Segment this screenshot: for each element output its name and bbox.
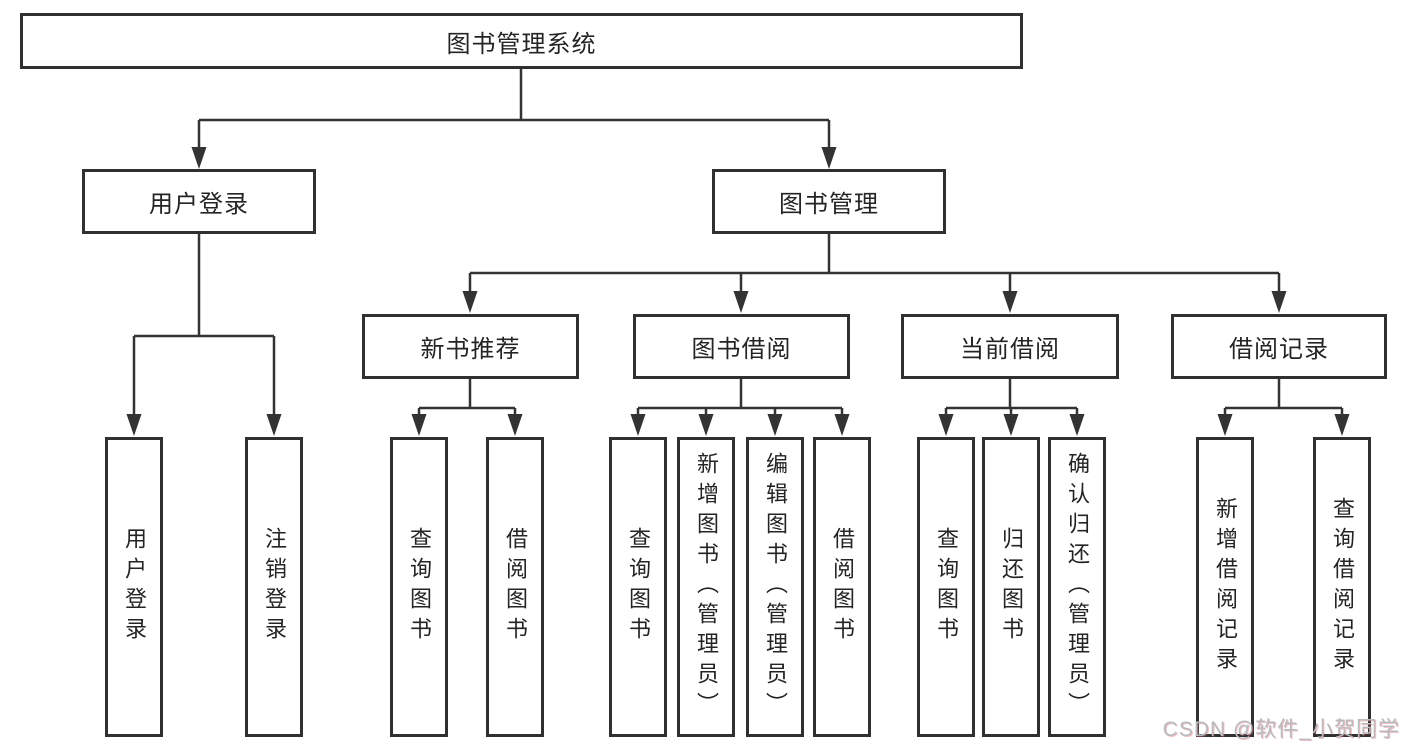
- leaf-label: 注销登录: [262, 527, 287, 647]
- leaf-borrowing-edit-book-admin: 编辑图书（管理员）: [746, 437, 804, 737]
- leaf-records-add-borrow-record: 新增借阅记录: [1196, 437, 1254, 737]
- leaf-label: 新增借阅记录: [1213, 497, 1238, 677]
- node-label: 当前借阅: [960, 336, 1060, 363]
- node-label: 借阅记录: [1229, 336, 1329, 363]
- leaf-label: 确认归还（管理员）: [1065, 452, 1090, 722]
- leaf-label: 查询图书: [626, 527, 651, 647]
- leaf-label: 借阅图书: [830, 527, 855, 647]
- leaf-borrowing-query-books: 查询图书: [609, 437, 667, 737]
- leaf-current-query-books: 查询图书: [917, 437, 975, 737]
- node-book-management: 图书管理: [712, 169, 946, 234]
- leaf-current-confirm-return-admin: 确认归还（管理员）: [1048, 437, 1106, 737]
- leaf-borrowing-borrow-books: 借阅图书: [813, 437, 871, 737]
- node-library-management-system: 图书管理系统: [20, 13, 1023, 69]
- node-book-borrowing: 图书借阅: [633, 314, 850, 379]
- node-label: 图书借阅: [691, 336, 792, 363]
- leaf-recommend-query-books: 查询图书: [390, 437, 448, 737]
- leaf-label: 查询图书: [407, 527, 432, 647]
- leaf-label: 编辑图书（管理员）: [763, 452, 788, 722]
- leaf-label: 查询图书: [934, 527, 959, 647]
- leaf-records-query-borrow-record: 查询借阅记录: [1313, 437, 1371, 737]
- node-user-login: 用户登录: [82, 169, 316, 234]
- leaf-label: 借阅图书: [503, 527, 528, 647]
- leaf-login-user-login: 用户登录: [105, 437, 163, 737]
- watermark-csdn: CSDN @软件_小贺同学: [1162, 718, 1400, 741]
- leaf-recommend-borrow-books: 借阅图书: [486, 437, 544, 737]
- leaf-label: 查询借阅记录: [1330, 497, 1355, 677]
- node-new-book-recommend: 新书推荐: [362, 314, 579, 379]
- leaf-current-return-books: 归还图书: [982, 437, 1040, 737]
- leaf-label: 新增图书（管理员）: [694, 452, 719, 722]
- node-current-borrowing: 当前借阅: [901, 314, 1119, 379]
- leaf-label: 用户登录: [122, 527, 147, 647]
- node-label: 用户登录: [149, 191, 249, 218]
- leaf-login-logout: 注销登录: [245, 437, 303, 737]
- leaf-label: 归还图书: [999, 527, 1024, 647]
- node-borrowing-records: 借阅记录: [1171, 314, 1387, 379]
- node-label: 新书推荐: [420, 336, 521, 363]
- node-label: 图书管理系统: [446, 30, 597, 58]
- leaf-borrowing-add-book-admin: 新增图书（管理员）: [677, 437, 735, 737]
- node-label: 图书管理: [779, 191, 879, 218]
